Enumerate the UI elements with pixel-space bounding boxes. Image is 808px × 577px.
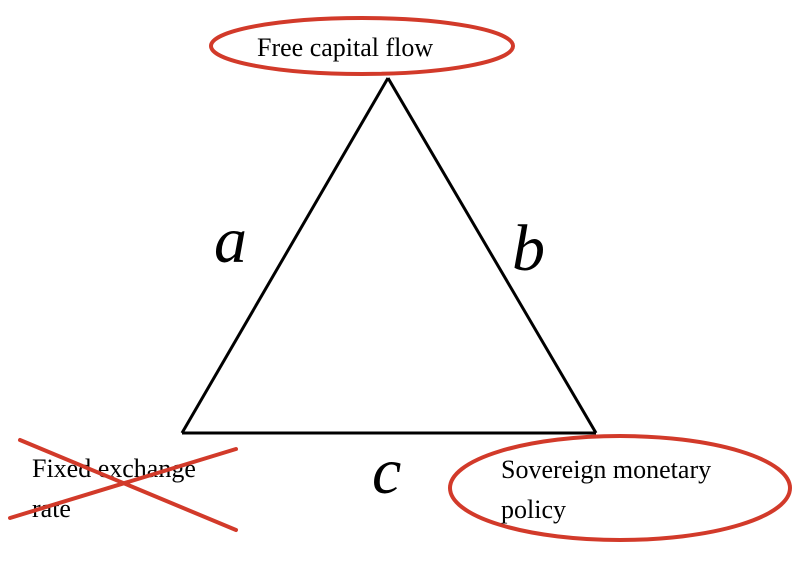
cross-mark-stroke-2 (8, 447, 238, 520)
cross-mark-stroke-1 (18, 438, 238, 532)
edge-right-line (386, 77, 598, 434)
edge-left-line (180, 77, 390, 434)
edge-label-b: b (512, 212, 545, 285)
vertex-label-bottom-right-line1: Sovereign monetary (501, 455, 711, 484)
vertex-free-capital-flow: Free capital flow (209, 16, 515, 76)
vertex-label-top: Free capital flow (257, 33, 433, 62)
circle-mark (448, 434, 792, 542)
vertex-sovereign-monetary-policy: Sovereign monetary policy (448, 434, 792, 542)
vertex-fixed-exchange-rate: Fixed exchange rate (8, 438, 238, 532)
vertex-label-bottom-right-line2: policy (501, 495, 566, 524)
triangle (180, 77, 598, 435)
edge-label-c: c (372, 435, 401, 508)
edge-label-a: a (214, 204, 247, 277)
circle-mark (209, 16, 515, 76)
